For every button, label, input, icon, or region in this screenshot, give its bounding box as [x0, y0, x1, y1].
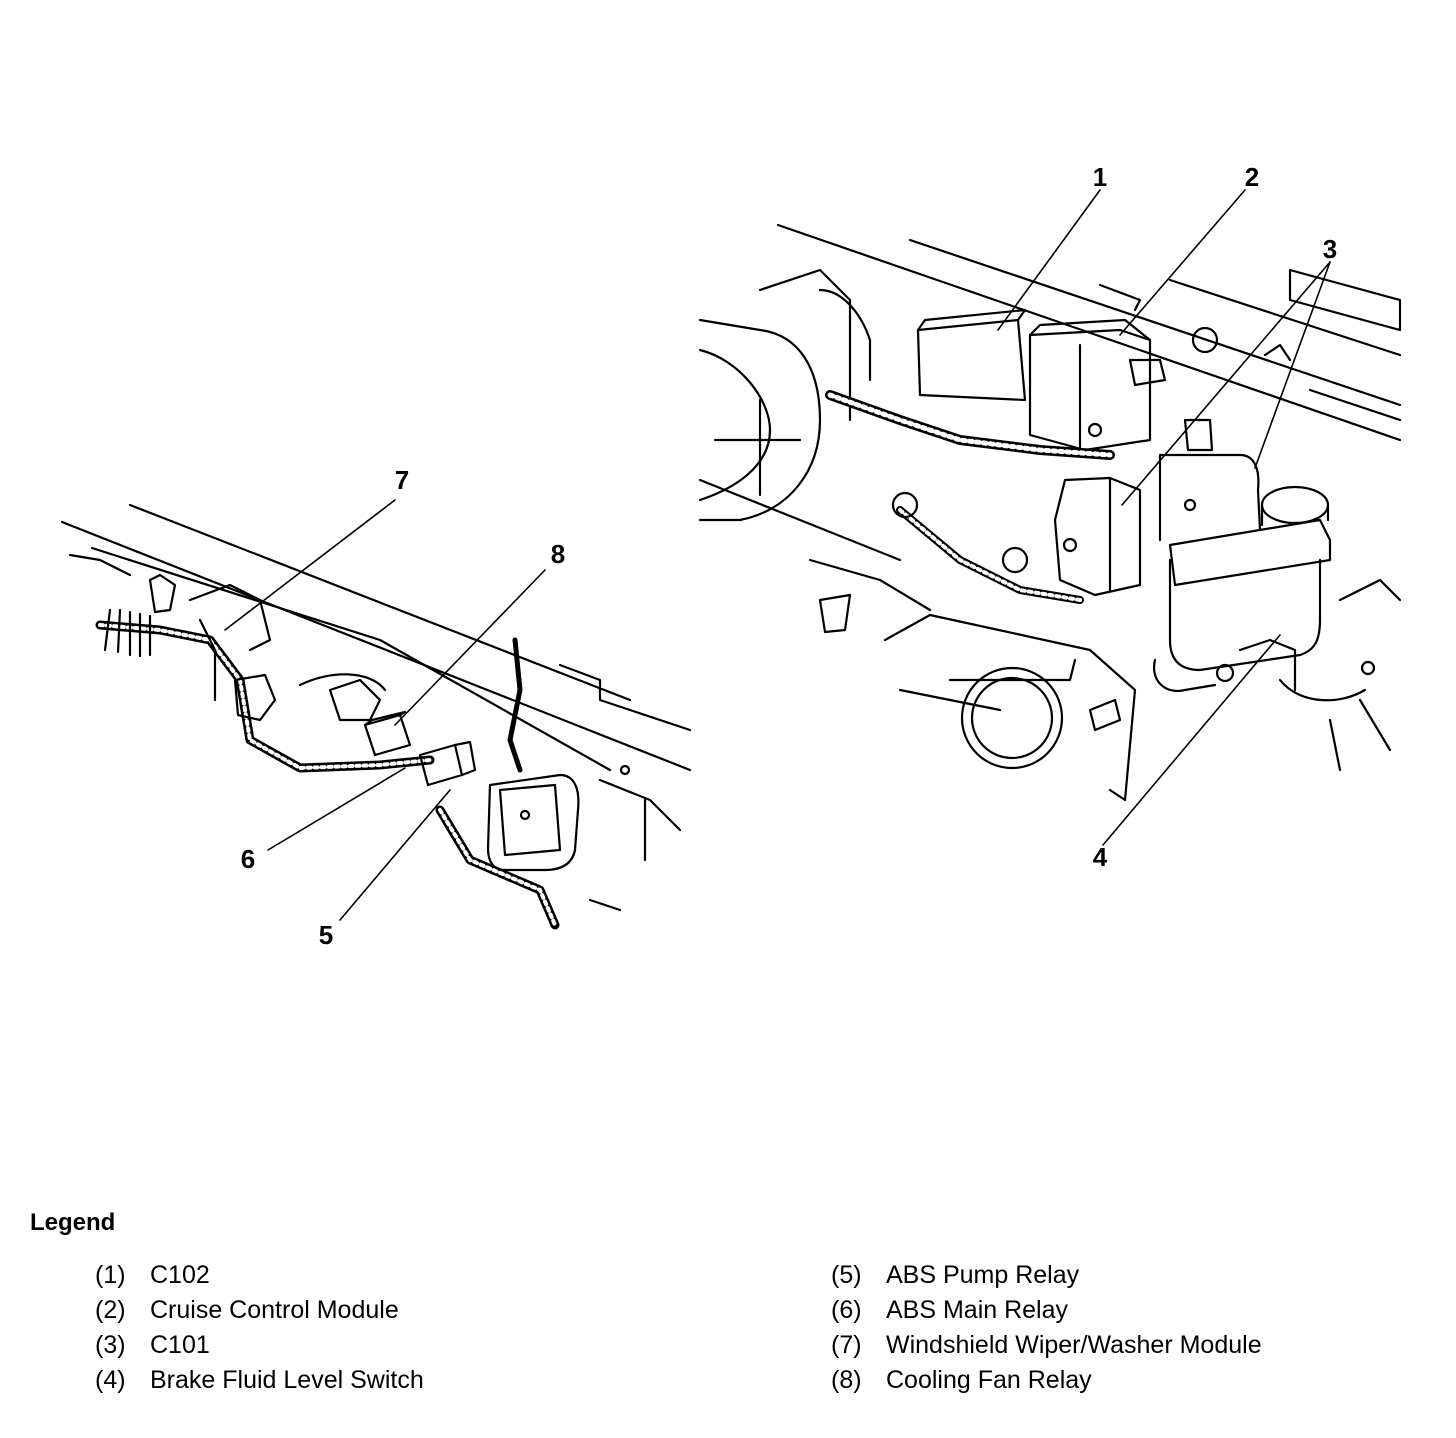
legend-item-number: (5) [831, 1261, 862, 1289]
legend-item-text: Cooling Fan Relay [886, 1366, 1092, 1394]
legend-item-number: (1) [95, 1261, 126, 1289]
legend-item-text: C101 [150, 1331, 210, 1359]
legend-item: (6) ABS Main Relay [831, 1293, 1262, 1328]
callout-7: 7 [395, 465, 409, 495]
legend-item: (8) Cooling Fan Relay [831, 1363, 1262, 1398]
legend-item-number: (4) [95, 1366, 126, 1394]
legend-item-text: Brake Fluid Level Switch [150, 1366, 424, 1394]
legend-item-text: Windshield Wiper/Washer Module [886, 1331, 1262, 1359]
legend-item-number: (3) [95, 1331, 126, 1359]
legend-item: (3) C101 [95, 1328, 424, 1363]
left-engine-view [60, 499, 692, 930]
callout-4: 4 [1093, 842, 1108, 872]
legend-item-text: C102 [150, 1261, 210, 1289]
legend-title: Legend [30, 1209, 116, 1236]
legend-item-number: (2) [95, 1296, 126, 1324]
legend-column-right: (5) ABS Pump Relay (6) ABS Main Relay (7… [831, 1258, 1262, 1398]
callout-5: 5 [319, 920, 333, 950]
callout-6: 6 [241, 844, 255, 874]
callout-1: 1 [1093, 162, 1107, 192]
legend-item-text: ABS Main Relay [886, 1296, 1069, 1324]
legend-item: (4) Brake Fluid Level Switch [95, 1363, 424, 1398]
callout-labels: 1 2 3 4 5 6 7 8 [241, 162, 1337, 950]
legend-item: (5) ABS Pump Relay [831, 1258, 1262, 1293]
legend-column-left: (1) C102 (2) Cruise Control Module (3) C… [95, 1258, 424, 1398]
legend-item-number: (7) [831, 1331, 862, 1359]
legend-item: (7) Windshield Wiper/Washer Module [831, 1328, 1262, 1363]
callout-2: 2 [1245, 162, 1259, 192]
right-engine-view [698, 189, 1402, 846]
callout-3: 3 [1323, 234, 1337, 264]
callout-8: 8 [551, 539, 565, 569]
legend-item: (1) C102 [95, 1258, 424, 1293]
legend-item: (2) Cruise Control Module [95, 1293, 424, 1328]
legend-item-number: (8) [831, 1366, 862, 1394]
legend-item-text: Cruise Control Module [150, 1296, 399, 1324]
legend-item-number: (6) [831, 1296, 862, 1324]
legend-item-text: ABS Pump Relay [886, 1261, 1080, 1289]
